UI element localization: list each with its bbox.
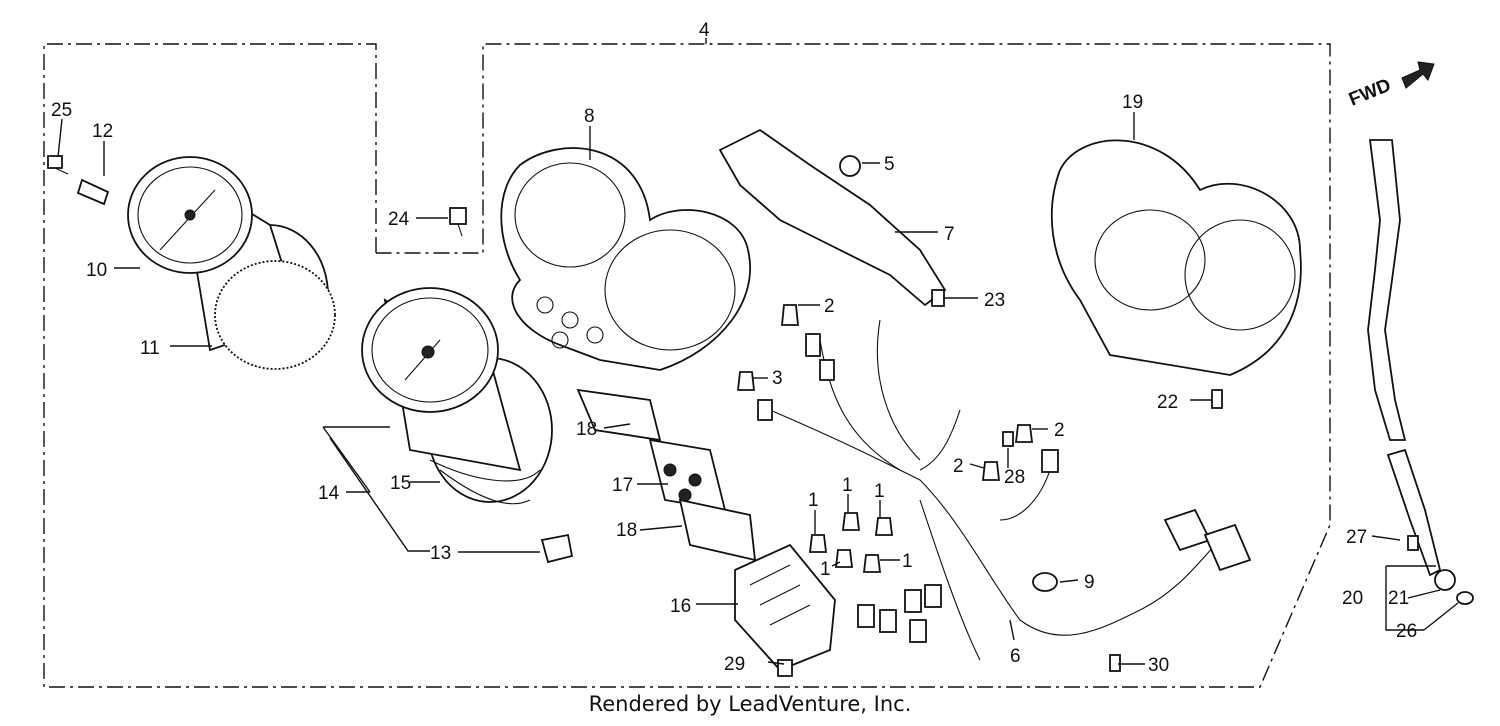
callout-1-d: 1 xyxy=(820,559,831,580)
callout-24: 24 xyxy=(388,209,410,230)
meter-stay-7 xyxy=(718,128,947,307)
connector-13 xyxy=(540,533,574,564)
tachometer-gauge xyxy=(361,287,553,503)
callout-21: 21 xyxy=(1388,588,1409,609)
gauge-wiring-15 xyxy=(429,459,541,505)
callout-30: 30 xyxy=(1148,655,1169,676)
callout-28: 28 xyxy=(1004,467,1025,488)
callout-2-c: 2 xyxy=(953,456,964,477)
fwd-arrow-icon xyxy=(1401,61,1435,89)
callout-6: 6 xyxy=(1010,646,1021,667)
leader-lines xyxy=(57,112,1459,665)
callout-9: 9 xyxy=(1084,572,1095,593)
callout-18-b: 18 xyxy=(616,520,637,541)
callout-19: 19 xyxy=(1122,92,1143,113)
callout-22: 22 xyxy=(1157,392,1178,413)
speedometer-cable-20 xyxy=(1367,139,1474,605)
screw-30 xyxy=(1109,654,1121,672)
meter-case-19 xyxy=(1050,139,1302,376)
callout-14: 14 xyxy=(318,483,340,504)
callout-3: 3 xyxy=(772,368,783,389)
assembly-boundary xyxy=(43,38,1331,688)
callout-27: 27 xyxy=(1346,527,1367,548)
footer-credit: Rendered by LeadVenture, Inc. xyxy=(588,692,912,716)
callout-7: 7 xyxy=(944,224,955,245)
callout-11: 11 xyxy=(140,338,160,359)
gasket-18-upper xyxy=(576,388,662,442)
screw-25 xyxy=(47,155,69,175)
screw-28 xyxy=(1002,431,1014,447)
fwd-label: FWD xyxy=(1346,75,1394,111)
callout-16: 16 xyxy=(670,596,691,617)
callout-26: 26 xyxy=(1396,621,1417,642)
callout-1-c: 1 xyxy=(874,481,885,502)
callout-23: 23 xyxy=(984,290,1005,311)
callout-1-b: 1 xyxy=(842,475,853,496)
callout-labels: 4 25 12 10 11 24 8 5 7 23 19 22 2 3 2 2 … xyxy=(51,20,1417,676)
callout-2-b: 2 xyxy=(1054,420,1065,441)
callout-5: 5 xyxy=(884,154,895,175)
bolt-24 xyxy=(449,207,467,237)
bulb-sockets xyxy=(757,333,1059,643)
screw-22 xyxy=(1211,389,1223,409)
callout-17: 17 xyxy=(612,475,633,496)
clamp-9 xyxy=(1032,572,1058,592)
callout-4: 4 xyxy=(699,20,710,41)
callout-25: 25 xyxy=(51,100,72,121)
screw-29 xyxy=(777,659,793,677)
indicator-housing-16 xyxy=(734,543,836,672)
gasket-18-lower xyxy=(678,498,757,562)
callout-1-a: 1 xyxy=(808,490,819,511)
callout-12: 12 xyxy=(92,121,113,142)
callout-8: 8 xyxy=(584,106,595,127)
meter-panel-8 xyxy=(500,147,751,371)
callout-1-e: 1 xyxy=(902,551,913,572)
callout-13: 13 xyxy=(430,543,451,564)
wire-harness-6 xyxy=(769,319,1252,661)
callout-2-a: 2 xyxy=(824,296,835,317)
bolt-23 xyxy=(931,289,945,307)
indicator-plate-17 xyxy=(648,438,727,512)
gauge-ring-11 xyxy=(214,260,336,370)
callout-29: 29 xyxy=(724,654,745,675)
trip-knob-12 xyxy=(76,178,110,206)
bulbs xyxy=(736,304,1034,573)
callout-10: 10 xyxy=(86,260,107,281)
callout-20: 20 xyxy=(1342,588,1363,609)
callout-18-a: 18 xyxy=(576,419,597,440)
forward-direction-indicator: FWD xyxy=(1346,61,1435,111)
callout-15: 15 xyxy=(390,473,411,494)
nut-5 xyxy=(839,155,861,177)
